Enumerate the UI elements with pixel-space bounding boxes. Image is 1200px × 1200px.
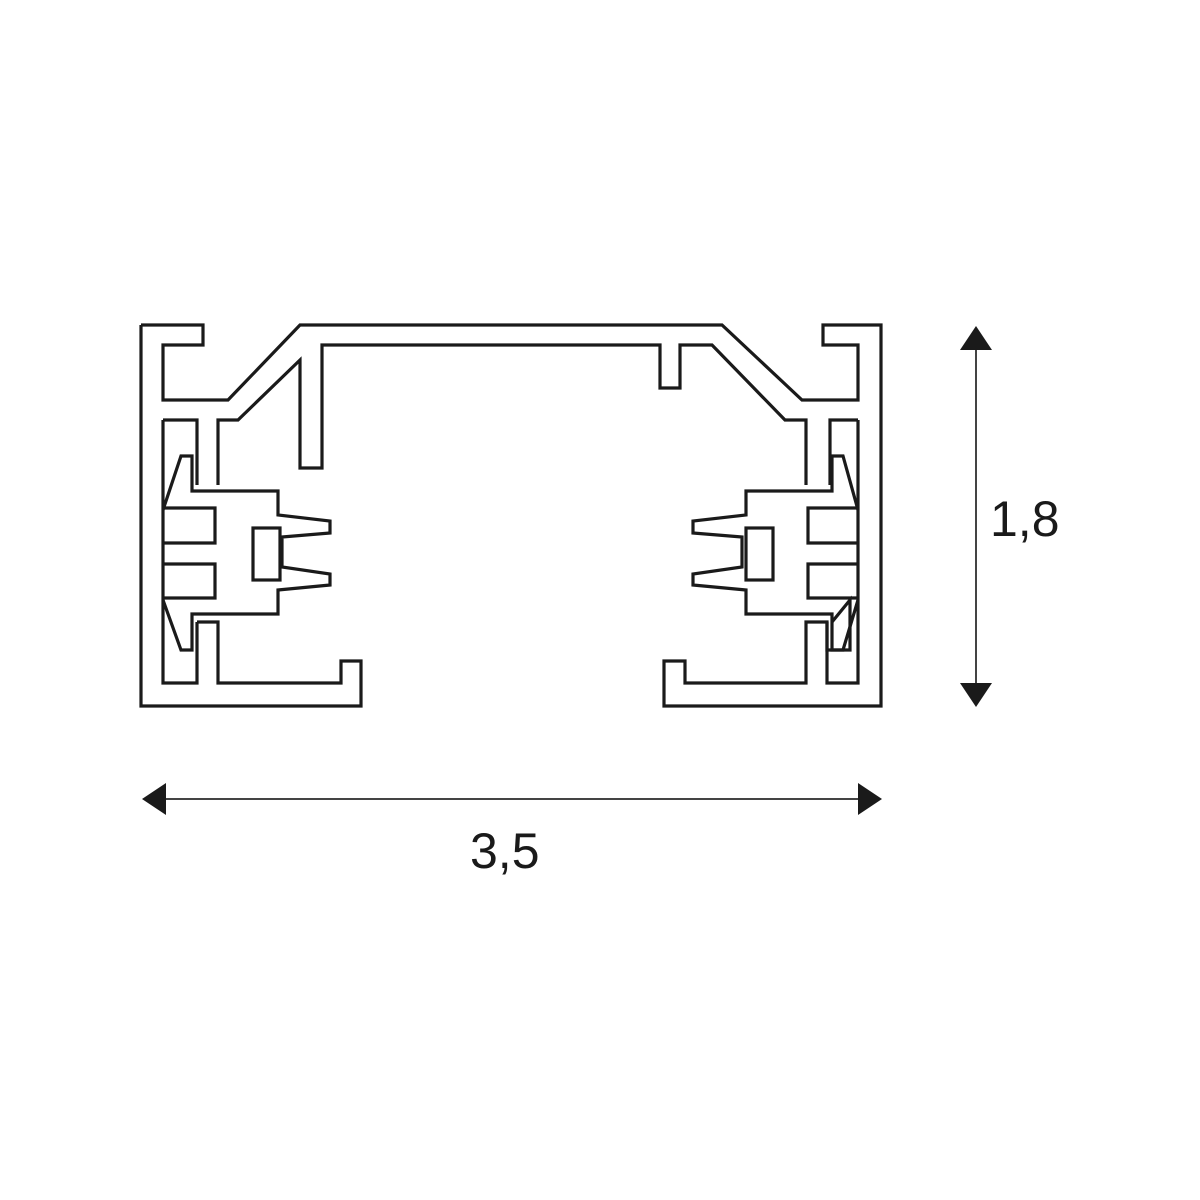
- left-contact-slot-2: [163, 562, 217, 600]
- arrow-up-icon: [960, 326, 992, 350]
- height-dimension-arrow: [960, 326, 992, 707]
- left-inner-channel: [161, 343, 808, 685]
- width-dimension-label: 3,5: [470, 823, 540, 879]
- right-contact-slot-1: [806, 506, 858, 545]
- right-inner-channel: [825, 418, 860, 685]
- height-dimension-label: 1,8: [990, 491, 1060, 547]
- left-insert: [161, 454, 332, 652]
- right-contact-slot-2: [806, 562, 858, 600]
- profile-outline: [139, 323, 883, 708]
- right-insert: [691, 454, 860, 652]
- width-dimension-arrow: [142, 783, 882, 815]
- arrow-left-icon: [142, 783, 166, 815]
- arrow-down-icon: [960, 683, 992, 707]
- left-contact-block: [251, 526, 282, 582]
- left-contact-slot-1: [163, 506, 217, 545]
- arrow-right-icon: [858, 783, 882, 815]
- right-contact-block: [744, 526, 775, 582]
